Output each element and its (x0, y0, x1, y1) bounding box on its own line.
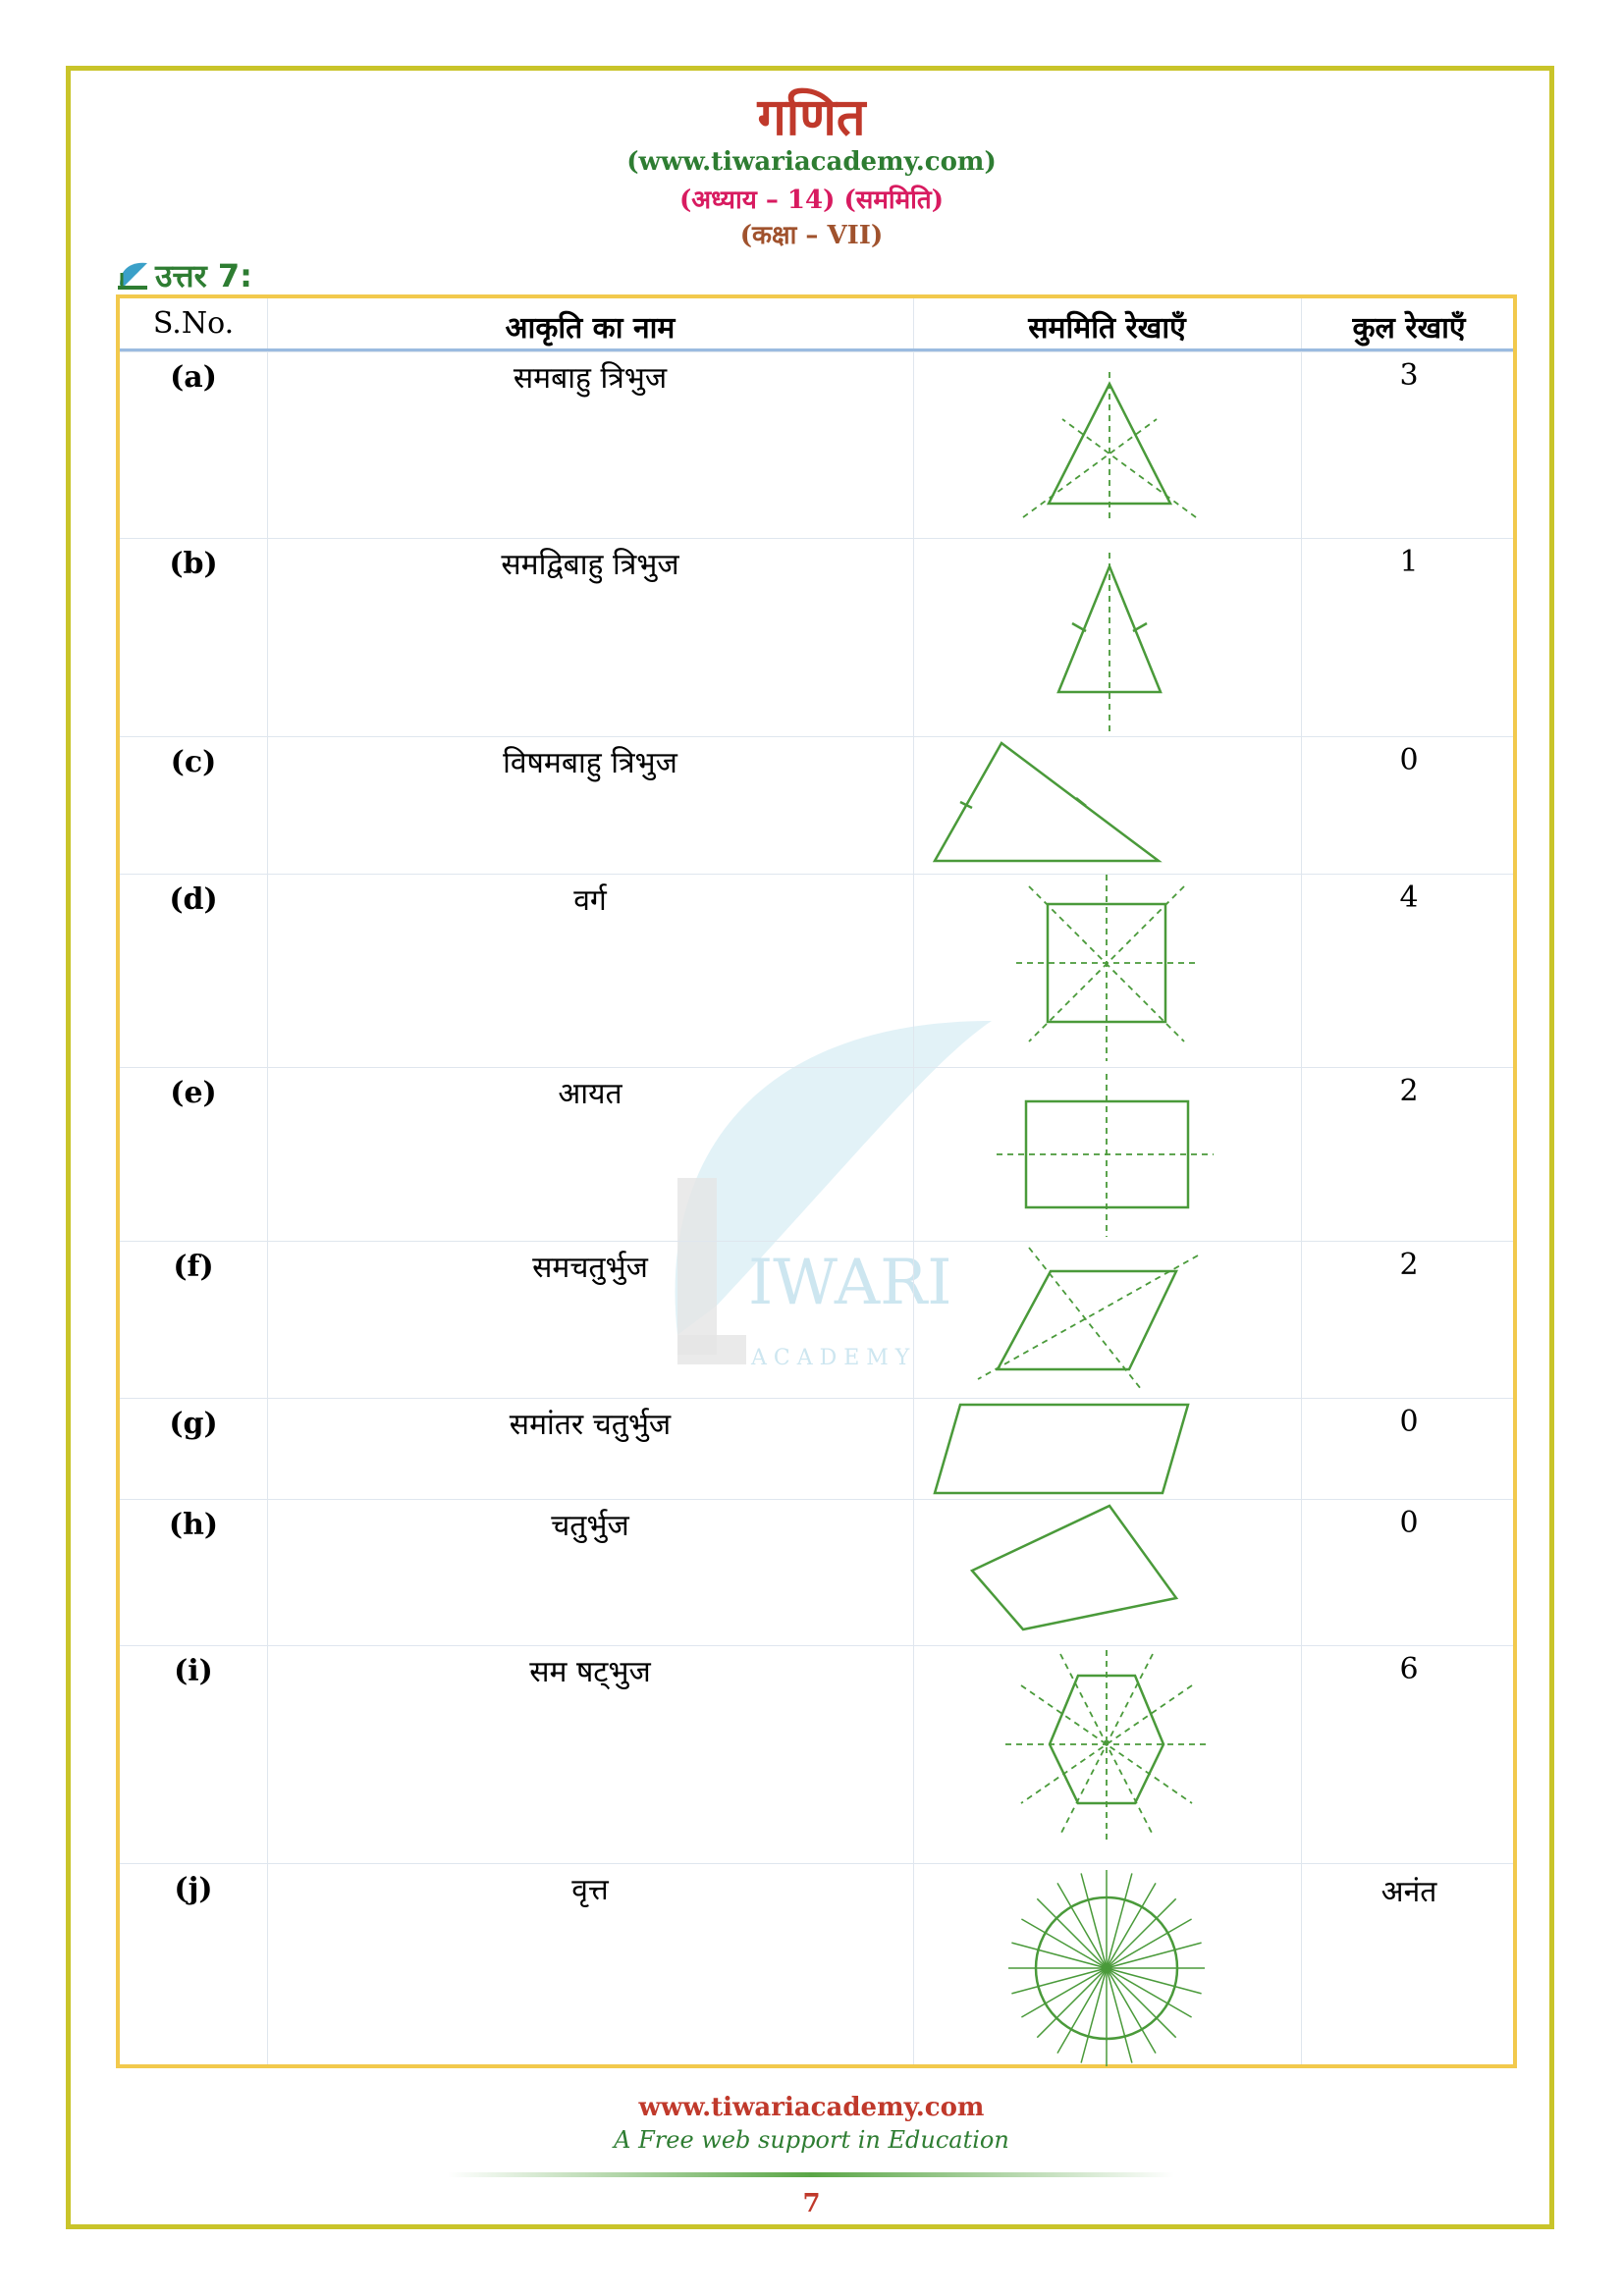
circle-symmetry-line (1011, 1942, 1108, 1969)
hexagon-figure (1005, 1650, 1208, 1842)
circle-symmetry-line (1106, 1883, 1157, 1969)
table-row: (i) सम षट्भुज 6 (120, 1645, 1513, 1864)
watermark-subtext: A C A D E M Y (750, 1346, 910, 1370)
column-divider (1301, 298, 1302, 2064)
symmetry-table: S.No. आकृति का नाम सममिति रेखाएँ कुल रेख… (116, 294, 1517, 2068)
table-row: (e) आयत 2 (120, 1067, 1513, 1242)
answer-label: उत्तर 7: (155, 256, 252, 294)
circle-symmetry-line (1021, 1967, 1108, 2018)
header-symmetry-lines: सममिति रेखाएँ (1028, 311, 1186, 346)
circle-symmetry-line (1021, 1918, 1108, 1969)
footer-url[interactable]: www.tiwariacademy.com (638, 2093, 985, 2122)
isosceles-triangle-figure (1056, 553, 1163, 731)
row-count: 6 (1399, 1652, 1419, 1686)
circle-symmetry-line (1011, 1967, 1108, 1995)
column-divider (913, 298, 914, 2064)
tiwari-logo-icon (118, 262, 147, 290)
row-shape-name: समद्विबाहु त्रिभुज (501, 548, 679, 582)
watermark-logo: IWARI A C A D E M Y (675, 1021, 992, 1370)
row-shape-name: आयत (558, 1077, 622, 1111)
circle-symmetry-line (1080, 1967, 1108, 2063)
circle-symmetry-line (1106, 1967, 1202, 1995)
row-sno: (j) (174, 1872, 213, 1906)
circle-symmetry-line (1106, 1918, 1192, 1969)
row-count: 1 (1399, 545, 1419, 579)
table-row: (f) समचतुर्भुज 2 (120, 1241, 1513, 1399)
answer-heading: उत्तर 7: (116, 256, 252, 294)
row-count: अनंत (1380, 1875, 1437, 1909)
page-number: 7 (802, 2189, 821, 2218)
table-row: (j) वृत्त अनंत (120, 1863, 1513, 2069)
row-shape-name: वर्ग (573, 883, 607, 918)
circle-figure (1008, 1870, 1205, 2066)
circle-symmetry-line (1056, 1967, 1108, 2054)
header-url: (www.tiwariacademy.com) (626, 147, 997, 177)
row-sno: (e) (170, 1076, 217, 1110)
table-header: S.No. आकृति का नाम सममिति रेखाएँ कुल रेख… (120, 298, 1513, 351)
equilateral-triangle-figure (1022, 372, 1197, 519)
row-shape-name: समांतर चतुर्भुज (509, 1408, 672, 1442)
table-row: (g) समांतर चतुर्भुज 0 (120, 1398, 1513, 1500)
table-row: (b) समद्विबाहु त्रिभुज 1 (120, 538, 1513, 737)
row-sno: (h) (168, 1508, 219, 1542)
row-sno: (g) (169, 1407, 218, 1441)
page-border (66, 66, 1554, 2229)
circle-symmetry-line (1106, 1897, 1177, 1969)
row-sno: (f) (173, 1250, 214, 1284)
row-sno: (i) (174, 1654, 213, 1688)
row-sno: (b) (169, 547, 218, 581)
chapter-label: (अध्याय – 14) (सममिति) (678, 186, 945, 215)
row-sno: (a) (170, 360, 217, 395)
header-total-lines: कुल रेखाएँ (1352, 311, 1466, 346)
quadrilateral-figure (969, 1504, 1179, 1631)
row-shape-name: चतुर्भुज (551, 1509, 629, 1543)
circle-symmetry-line (1106, 1942, 1202, 1969)
footer-divider (448, 2172, 1174, 2177)
parallelogram-figure (933, 1403, 1190, 1495)
rhombus-figure (977, 1247, 1199, 1390)
row-shape-name: समबाहु त्रिभुज (513, 361, 668, 396)
row-count: 4 (1399, 881, 1419, 915)
row-count: 0 (1399, 743, 1419, 777)
header-shape-name: आकृति का नाम (505, 311, 676, 346)
row-sno: (d) (169, 882, 218, 917)
watermark-text: IWARI (748, 1247, 952, 1319)
circle-symmetry-line (1106, 1967, 1133, 2063)
table-row: (a) समबाहु त्रिभुज 3 (120, 351, 1513, 539)
row-count: 0 (1399, 1506, 1419, 1540)
row-count: 2 (1399, 1248, 1419, 1282)
row-sno: (c) (170, 745, 217, 779)
page-title: गणित (757, 87, 866, 147)
row-count: 2 (1399, 1074, 1419, 1108)
rectangle-figure (997, 1074, 1214, 1237)
scalene-triangle-figure (932, 741, 1163, 863)
row-shape-name: समचतुर्भुज (532, 1251, 648, 1285)
circle-symmetry-line (1056, 1883, 1108, 1969)
circle-symmetry-line (1036, 1967, 1108, 2039)
circle-symmetry-line (1036, 1897, 1108, 1969)
footer-tagline: A Free web support in Education (614, 2126, 1009, 2154)
column-divider (267, 298, 268, 2064)
circle-rays (1008, 1870, 1205, 2066)
row-shape-name: सम षट्भुज (529, 1655, 651, 1689)
table-row: (d) वर्ग 4 (120, 874, 1513, 1068)
header-sno: S.No. (152, 306, 235, 341)
table-row: (c) विषमबाहु त्रिभुज 0 (120, 736, 1513, 875)
row-count: 3 (1399, 358, 1419, 393)
square-figure (1016, 875, 1198, 1061)
table-row: (h) चतुर्भुज 0 (120, 1499, 1513, 1646)
class-label: (कक्षा – VII) (739, 221, 884, 250)
row-shape-name: विषमबाहु त्रिभुज (503, 746, 677, 780)
circle-symmetry-line (1106, 1873, 1133, 1969)
circle-symmetry-line (1080, 1873, 1108, 1969)
row-count: 0 (1399, 1405, 1419, 1439)
circle-symmetry-line (1106, 1967, 1192, 2018)
row-shape-name: वृत्त (571, 1873, 609, 1907)
circle-symmetry-line (1106, 1967, 1157, 2054)
circle-symmetry-line (1106, 1967, 1177, 2039)
